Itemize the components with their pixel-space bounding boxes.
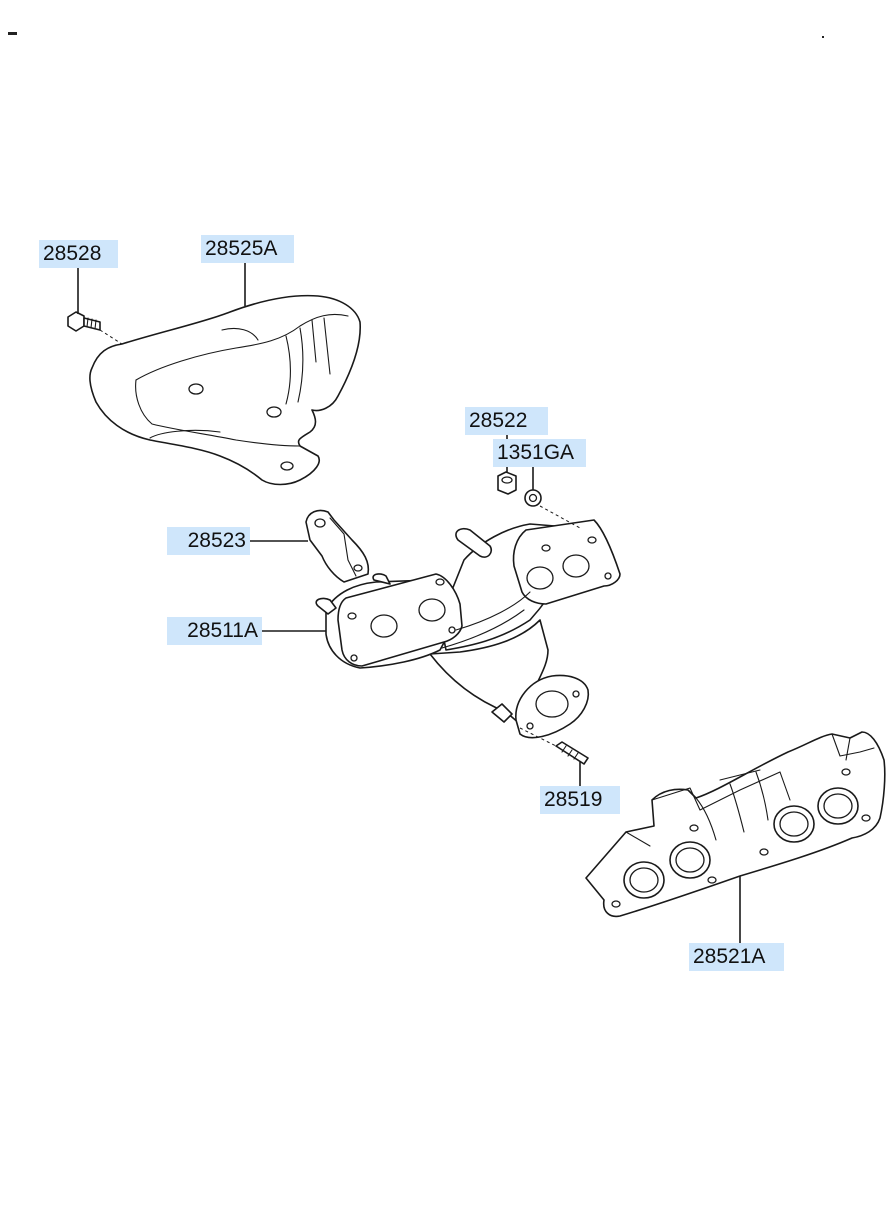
leader-28519-dash — [519, 727, 557, 747]
bracket-drawing[interactable] — [305, 509, 370, 583]
scan-speck — [8, 32, 17, 35]
callout-28525A[interactable]: 28525A — [201, 235, 294, 263]
callout-28528[interactable]: 28528 — [39, 240, 118, 268]
leader-1351GA-dash — [539, 505, 581, 529]
nut-drawing[interactable] — [497, 471, 517, 495]
heat-shield-drawing[interactable] — [89, 294, 361, 486]
washer-drawing[interactable] — [524, 489, 542, 507]
callout-1351GA[interactable]: 1351GA — [493, 439, 586, 467]
callout-28511A[interactable]: 28511A — [167, 617, 262, 645]
stud-drawing[interactable] — [555, 741, 589, 765]
callout-28521A[interactable]: 28521A — [689, 943, 784, 971]
manifold-gasket-drawing[interactable] — [585, 731, 886, 918]
leader-28528-dash — [99, 329, 123, 345]
callout-28523[interactable]: 28523 — [167, 527, 250, 555]
exhaust-manifold-drawing[interactable] — [315, 519, 621, 739]
callout-28519[interactable]: 28519 — [540, 786, 620, 814]
bolt-drawing[interactable] — [67, 311, 101, 332]
scan-speck — [822, 36, 824, 38]
callout-28522[interactable]: 28522 — [465, 407, 548, 435]
